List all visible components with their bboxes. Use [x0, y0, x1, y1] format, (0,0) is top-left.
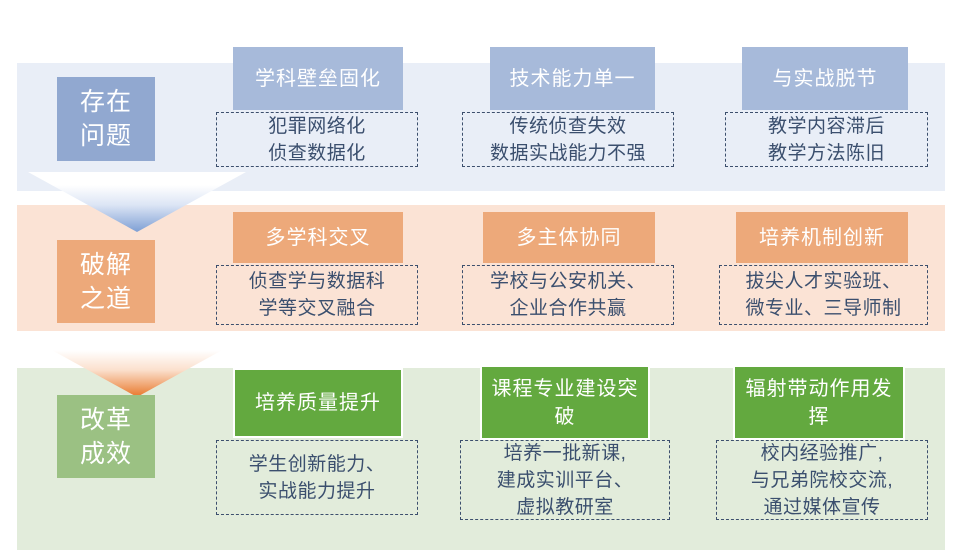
- row-label-solution[interactable]: 破解 之道: [57, 240, 155, 323]
- card-header-solution-2[interactable]: 多主体协同: [483, 212, 655, 263]
- card-body-solution-2: 学校与公安机关、 企业合作共赢: [462, 265, 674, 325]
- row-label-solution-line2: 之道: [79, 284, 132, 313]
- card-body-line: 侦查数据化: [268, 142, 366, 164]
- card-body-effect-2: 培养一批新课, 建成实训平台、 虚拟教研室: [460, 440, 670, 520]
- card-body-line: 培养一批新课,: [503, 442, 627, 464]
- card-body-line: 通过媒体宣传: [763, 496, 881, 518]
- funnel-solution-to-effect-icon: [28, 337, 246, 397]
- card-header-effect-3[interactable]: 辐射带动作用发挥: [733, 365, 905, 440]
- card-body-line: 与兄弟院校交流,: [750, 469, 894, 491]
- card-header-effect-1[interactable]: 培养质量提升: [233, 368, 403, 438]
- card-body-line: 学校与公安机关、: [489, 271, 646, 292]
- card-header-solution-1[interactable]: 多学科交叉: [233, 212, 403, 263]
- row-label-effect[interactable]: 改革 成效: [57, 395, 155, 478]
- row-label-effect-line1: 改革: [79, 405, 132, 434]
- card-body-line: 实战能力提升: [258, 480, 376, 502]
- row-label-solution-line1: 破解: [79, 250, 132, 279]
- card-header-problem-2[interactable]: 技术能力单一: [490, 47, 655, 110]
- card-body-line: 虚拟教研室: [516, 496, 614, 518]
- funnel-problem-to-solution-icon: [28, 172, 246, 232]
- card-body-line: 教学内容滞后: [767, 115, 885, 137]
- row-label-effect-line2: 成效: [79, 439, 132, 468]
- card-body-line: 学生创新能力、: [248, 453, 386, 475]
- card-body-problem-2: 传统侦查失效 数据实战能力不强: [462, 112, 674, 167]
- card-body-line: 校内经验推广,: [760, 442, 884, 464]
- card-body-problem-3: 教学内容滞后 教学方法陈旧: [725, 112, 928, 167]
- card-body-effect-3: 校内经验推广, 与兄弟院校交流, 通过媒体宣传: [716, 440, 928, 520]
- card-header-solution-3[interactable]: 培养机制创新: [736, 212, 908, 263]
- card-header-problem-1[interactable]: 学科壁垒固化: [233, 47, 403, 110]
- card-body-line: 犯罪网络化: [268, 115, 366, 137]
- card-body-line: 拔尖人才实验班、: [745, 271, 902, 292]
- card-body-line: 建成实训平台、: [496, 469, 634, 491]
- row-label-problem-line2: 问题: [79, 122, 132, 150]
- card-body-line: 侦查学与数据科: [248, 271, 386, 292]
- card-body-line: 数据实战能力不强: [489, 142, 646, 164]
- card-body-solution-1: 侦查学与数据科 学等交叉融合: [216, 265, 418, 325]
- card-body-line: 教学方法陈旧: [767, 142, 885, 164]
- card-header-effect-2[interactable]: 课程专业建设突破: [480, 365, 650, 440]
- card-header-problem-3[interactable]: 与实战脱节: [742, 47, 908, 110]
- card-body-line: 企业合作共赢: [509, 298, 627, 319]
- row-label-problem[interactable]: 存在 问题: [57, 77, 155, 161]
- card-body-line: 传统侦查失效: [509, 115, 627, 137]
- card-body-line: 学等交叉融合: [258, 298, 376, 319]
- card-body-problem-1: 犯罪网络化 侦查数据化: [216, 112, 418, 167]
- row-label-problem-line1: 存在: [79, 88, 132, 116]
- card-body-line: 微专业、三导师制: [745, 298, 902, 319]
- card-body-effect-1: 学生创新能力、 实战能力提升: [216, 440, 418, 515]
- card-body-solution-3: 拔尖人才实验班、 微专业、三导师制: [719, 265, 928, 325]
